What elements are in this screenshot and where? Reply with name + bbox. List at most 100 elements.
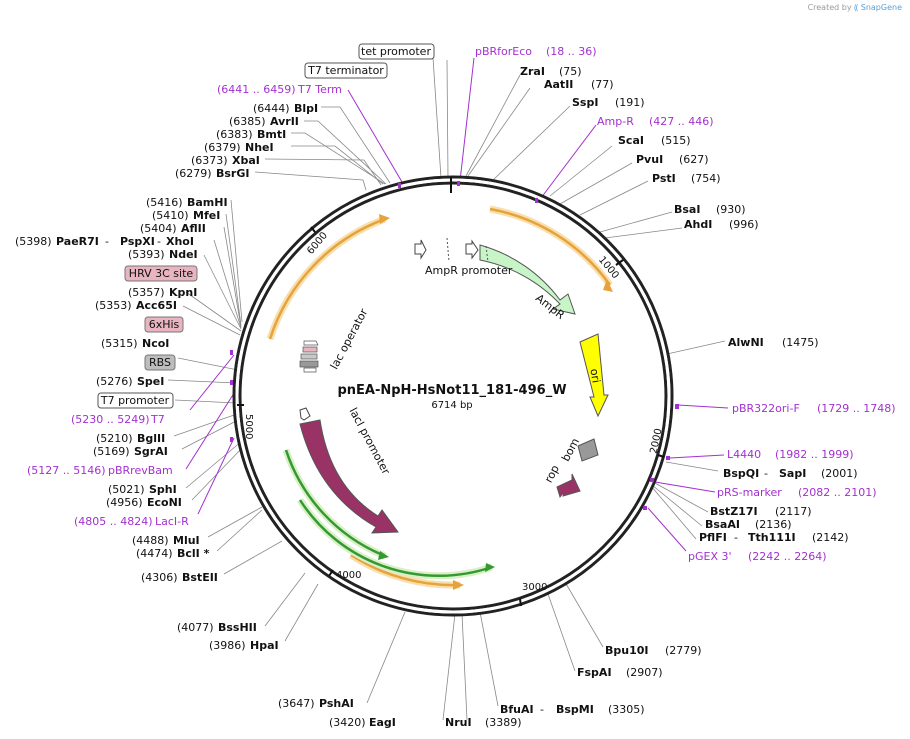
site-bsshii-pos: (4077): [177, 621, 214, 634]
rop-feature: [556, 473, 581, 499]
site-pvui-pos: (627): [679, 153, 709, 166]
t7-promoter-box-label: T7 promoter: [100, 394, 170, 407]
laci-promoter-feature: [299, 407, 311, 421]
site-ndei-pos: (5393): [128, 248, 165, 261]
orf-arrowheads: [378, 214, 613, 590]
tick-label-5000: 5000: [243, 414, 254, 439]
site-kpni-pos: (5357): [128, 286, 165, 299]
primer-marks: [230, 181, 679, 510]
site-mfei-pos: (5410): [152, 209, 189, 222]
site-eagi-name: EagI: [369, 716, 396, 729]
primer-prs-range: (2082 .. 2101): [798, 486, 877, 499]
site-pshai-name: PshAI: [319, 697, 354, 710]
plasmid-name: pnEA-NpH-HsNot11_181-496_W: [337, 383, 566, 398]
lac-operator-feature: [303, 367, 317, 373]
site-spei-pos: (5276): [96, 375, 133, 388]
primer-pbrrevbam-name: pBRrevBam: [108, 464, 173, 477]
site-bfuai-sep: -: [540, 703, 544, 716]
site-bpu10i-pos: (2779): [665, 644, 702, 657]
bom-feature: [577, 438, 599, 462]
site-bspmi-name: BspMI: [556, 703, 594, 716]
primer-mark-t7: [230, 350, 233, 355]
site-bmti-name: BmtI: [257, 128, 286, 141]
t7-promoter-feature: [303, 340, 319, 346]
primer-t7-name: T7: [150, 413, 165, 426]
t7-terminator-box-label: T7 terminator: [307, 64, 384, 77]
site-bcli-pos: (4474): [136, 547, 173, 560]
site-hpai-name: HpaI: [250, 639, 279, 652]
site-tth111i-name: Tth111I: [748, 531, 796, 544]
tick-1000: [615, 259, 624, 266]
site-blpi-name: BlpI: [294, 102, 318, 115]
primer-pgex3-range: (2242 .. 2264): [748, 550, 827, 563]
tet-promoter-box-label: tet promoter: [361, 45, 431, 58]
site-bstz17i-pos: (2117): [775, 505, 812, 518]
site-acc65i-name: Acc65I: [136, 299, 177, 312]
orf-arc-2: [268, 217, 386, 340]
site-avrii-pos: (6385): [229, 115, 266, 128]
site-bspqi-pos: (2001): [821, 467, 858, 480]
hrv-site-box-label: HRV 3C site: [129, 267, 194, 280]
site-bcli-name: BclI *: [177, 547, 210, 560]
site-zrai-name: ZraI: [520, 65, 545, 78]
site-bsrgi-name: BsrGI: [216, 167, 249, 180]
tick-label-4000: 4000: [336, 570, 361, 581]
site-ahdi-pos: (996): [729, 218, 759, 231]
his-tag-feature: [300, 353, 318, 360]
orf-arc-3: [350, 553, 461, 587]
rop-label: rop: [542, 463, 562, 485]
primer-ampr-range: (427 .. 446): [649, 115, 714, 128]
site-scai-name: ScaI: [618, 134, 644, 147]
primer-prs-name: pRS-marker: [717, 486, 782, 499]
site-sgrai-name: SgrAI: [134, 445, 168, 458]
site-mlui-pos: (4488): [132, 534, 169, 547]
site-nrui-name: NruI: [445, 716, 472, 729]
site-ndei-name: NdeI: [169, 248, 198, 261]
site-acc65i-pos: (5353): [95, 299, 132, 312]
site-pspxi-name: PspXI: [120, 235, 155, 248]
site-bspqi-name: BspQI: [723, 467, 759, 480]
site-aatii-pos: (77): [591, 78, 614, 91]
primer-pbrrevbam-range: (5127 .. 5146): [27, 464, 106, 477]
primer-ampr-name: Amp-R: [597, 115, 634, 128]
tick-marks: [237, 177, 665, 607]
site-sphi-name: SphI: [149, 483, 177, 496]
site-paer7i-name: PaeR7I: [56, 235, 99, 248]
tick-6000: [310, 226, 316, 233]
site-xhoi-name: XhoI: [166, 235, 194, 248]
site-paer7i-sep: -: [105, 235, 109, 248]
tick-label-3000: 3000: [522, 582, 547, 593]
site-aflii-name: AflII: [181, 222, 206, 235]
site-paer7i-sep2: -: [157, 235, 161, 248]
orf-arc-1: [489, 207, 612, 286]
primer-mark-lacir: [230, 437, 233, 442]
site-pflfi-name: PflFI: [699, 531, 727, 544]
site-bsteii-pos: (4306): [141, 571, 178, 584]
primer-t7-range: (5230 .. 5249): [71, 413, 150, 426]
site-spei-name: SpeI: [137, 375, 164, 388]
laci-feature: [299, 419, 399, 534]
site-hpai-pos: (3986): [209, 639, 246, 652]
hrv-site-feature: [302, 346, 318, 353]
lac-operator-label: lac operator: [328, 306, 371, 371]
site-avrii-name: AvrII: [270, 115, 299, 128]
site-sapi-name: SapI: [779, 467, 806, 480]
site-pflfi-sep: -: [734, 531, 738, 544]
orf-arc-5: [298, 499, 493, 578]
primer-t7term-range: (6441 .. 6459): [217, 83, 296, 96]
site-sgrai-pos: (5169): [93, 445, 130, 458]
site-bpu10i-name: Bpu10I: [605, 644, 649, 657]
site-mlui-name: MluI: [173, 534, 200, 547]
backbone: [232, 175, 674, 617]
site-paer7i-pos: (5398): [15, 235, 52, 248]
primer-pbr322ori-range: (1729 .. 1748): [817, 402, 896, 415]
site-sphi-pos: (5021): [108, 483, 145, 496]
tick-2000: [657, 454, 665, 458]
orf-arcs: [266, 205, 613, 589]
primer-l4440-name: L4440: [727, 448, 761, 461]
site-pvui-name: PvuI: [636, 153, 663, 166]
site-bsteii-name: BstEII: [182, 571, 218, 584]
site-psti-pos: (754): [691, 172, 721, 185]
site-aatii-name: AatII: [544, 78, 573, 91]
